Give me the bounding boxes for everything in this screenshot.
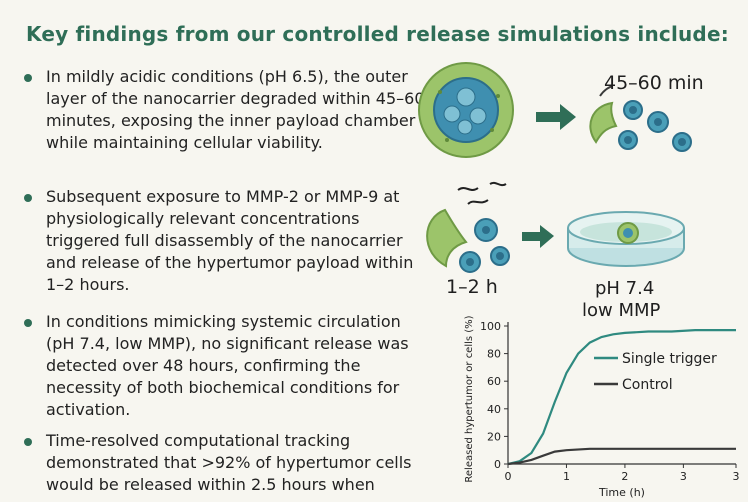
y-tick-label: 80 xyxy=(487,348,501,361)
page-heading: Key findings from our controlled release… xyxy=(26,22,729,46)
y-axis-label: Released hypertumor or cells (%) xyxy=(464,315,475,482)
y-tick-label: 40 xyxy=(487,403,501,416)
y-tick-label: 100 xyxy=(480,320,501,333)
x-axis-label: Time (h) xyxy=(598,486,645,498)
mmp-label: low MMP xyxy=(582,300,661,321)
arrow-right-icon xyxy=(536,104,576,130)
x-tick-label: 0 xyxy=(505,470,512,483)
nanocarrier-icon xyxy=(418,62,514,158)
bullet-icon xyxy=(24,74,32,82)
y-tick-label: 20 xyxy=(487,430,501,443)
legend-label: Control xyxy=(622,377,673,393)
series-line-1 xyxy=(507,447,736,466)
y-tick-label: 60 xyxy=(487,375,501,388)
bullet-icon xyxy=(24,319,32,327)
y-tick-label: 0 xyxy=(494,458,501,471)
x-tick-label: 2 xyxy=(621,470,628,483)
release-illustration xyxy=(418,62,692,273)
x-tick-label: 1 xyxy=(563,470,570,483)
time-label-1-2h: 1–2 h xyxy=(446,276,498,298)
enzyme-attack-icon xyxy=(426,181,510,273)
petri-dish-icon xyxy=(567,211,685,267)
time-label-45-60: 45–60 min xyxy=(604,72,704,94)
legend-label: Single trigger xyxy=(622,351,717,367)
finding-text: Time-resolved computational tracking dem… xyxy=(46,431,412,494)
bullet-icon xyxy=(24,194,32,202)
x-tick-label: 3 xyxy=(733,470,740,483)
finding-text: Subsequent exposure to MMP-2 or MMP-9 at… xyxy=(46,187,414,294)
ph-label: pH 7.4 xyxy=(595,278,655,299)
bullet-icon xyxy=(24,438,32,446)
finding-text: In conditions mimicking systemic circula… xyxy=(46,312,409,419)
released-fragments-icon xyxy=(589,85,692,152)
release-chart: 0 20 40 60 80 100 0 1 2 3 3 Released hypertumor or … xyxy=(440,312,748,499)
x-tick-label: 3 xyxy=(680,470,687,483)
release-chart-svg: 0 20 40 60 80 100 0 1 2 3 3 Released hypertumor or … xyxy=(464,315,740,499)
arrow-right-icon xyxy=(522,225,554,248)
series-line-0 xyxy=(507,329,736,466)
finding-text: In mildly acidic conditions (pH 6.5), th… xyxy=(46,67,425,152)
